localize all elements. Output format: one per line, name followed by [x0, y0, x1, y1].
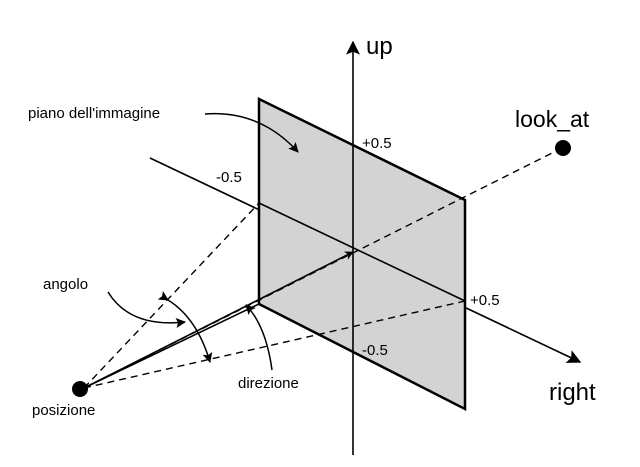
- dashed-to-plane-right: [83, 300, 466, 389]
- tick-right-label: +0.5: [470, 292, 500, 309]
- image-plane: [257, 96, 467, 412]
- tick-bottom-label: -0.5: [362, 342, 388, 359]
- dashed-to-plane-left: [83, 202, 260, 389]
- angle-arc: [157, 291, 213, 363]
- up-label: up: [366, 33, 393, 60]
- look-at-label: look_at: [515, 106, 590, 132]
- right-label: right: [549, 379, 596, 406]
- direzione-pointer: [245, 304, 273, 371]
- tick-left-label: -0.5: [216, 169, 242, 186]
- angolo-label: angolo: [43, 276, 88, 293]
- piano-label: piano dell'immagine: [28, 105, 160, 122]
- corner-vector: [83, 303, 260, 389]
- angolo-pointer: [107, 291, 186, 328]
- direction-vector: [83, 251, 354, 389]
- position-point: [72, 381, 88, 397]
- piano-pointer: [204, 112, 299, 153]
- look-at-point: [555, 140, 571, 156]
- tick-top-label: +0.5: [362, 135, 392, 152]
- depth-axis-front: [258, 202, 466, 302]
- direzione-label: direzione: [238, 375, 299, 392]
- posizione-label: posizione: [32, 402, 95, 419]
